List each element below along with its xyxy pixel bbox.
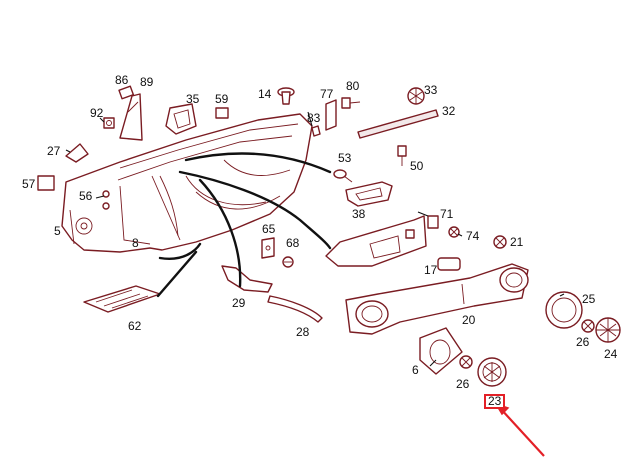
door-handle-38 [345, 181, 393, 207]
clip-71 [427, 215, 439, 229]
screw-80 [341, 97, 361, 109]
callout-32: 32 [442, 104, 456, 118]
fastener-56 [102, 190, 110, 210]
push-clip-14 [277, 87, 295, 105]
callout-20: 20 [462, 313, 476, 327]
callout-38: 38 [352, 207, 366, 221]
callout-62: 62 [128, 319, 142, 333]
callout-74: 74 [466, 229, 480, 243]
callout-33: 33 [424, 83, 438, 97]
quarter-trim [103, 85, 143, 141]
tweeter-cover-27 [65, 143, 89, 163]
callout-17: 17 [424, 263, 438, 277]
callout-57: 57 [22, 177, 36, 191]
callout-65: 65 [262, 222, 276, 236]
callout-77: 77 [320, 87, 334, 101]
callout-59: 59 [215, 92, 229, 106]
callout-28: 28 [296, 325, 310, 339]
screw-68 [282, 256, 294, 268]
clip-83 [311, 125, 321, 137]
clip-59 [215, 107, 229, 119]
callout-53: 53 [338, 151, 352, 165]
grille-33 [407, 87, 425, 105]
grommet-21 [493, 235, 507, 249]
callout-83: 83 [307, 111, 321, 125]
callout-23-highlighted: 23 [484, 394, 506, 409]
highlight-arrow [494, 402, 545, 457]
callout-92: 92 [90, 106, 104, 120]
callout-21: 21 [510, 235, 524, 249]
routing-cables [156, 152, 332, 298]
callout-24: 24 [604, 347, 618, 361]
callout-68: 68 [286, 236, 300, 250]
retainer-77 [325, 99, 337, 131]
grille-26-right [581, 319, 595, 333]
speaker-ring-25 [545, 291, 583, 329]
callout-5: 5 [54, 224, 61, 238]
door-panel [61, 113, 313, 253]
cap-57 [37, 175, 55, 191]
callout-50: 50 [410, 159, 424, 173]
callout-6: 6 [412, 363, 419, 377]
callout-29: 29 [232, 296, 246, 310]
bulb-50 [397, 145, 407, 166]
switch-17 [437, 257, 461, 271]
callout-35: 35 [186, 92, 200, 106]
grille-26-middle [459, 355, 473, 369]
screw-74 [448, 226, 460, 238]
callout-80: 80 [346, 79, 360, 93]
callout-27: 27 [47, 144, 61, 158]
speaker-housing-20 [345, 263, 529, 335]
speaker-ring-6 [419, 327, 463, 375]
callout-26-middle: 26 [456, 377, 470, 391]
callout-26-right: 26 [576, 335, 590, 349]
callout-56: 56 [79, 189, 93, 203]
callout-89: 89 [140, 75, 154, 89]
callout-25: 25 [582, 292, 596, 306]
trim-28 [267, 295, 323, 323]
bracket-65 [261, 237, 275, 259]
callout-8: 8 [132, 236, 139, 250]
callout-86: 86 [115, 73, 129, 87]
storage-box-62 [83, 285, 161, 313]
switch-panel [325, 215, 427, 267]
trim-strip-32 [357, 109, 439, 139]
trim-29 [221, 265, 273, 293]
callout-14: 14 [258, 87, 272, 101]
callout-71: 71 [440, 207, 454, 221]
speaker-cover-23 [477, 357, 507, 387]
inner-handle-bezel [165, 103, 197, 135]
bolt-53 [333, 169, 353, 183]
leader-lines [65, 111, 565, 367]
speaker-grille-24 [595, 317, 621, 343]
